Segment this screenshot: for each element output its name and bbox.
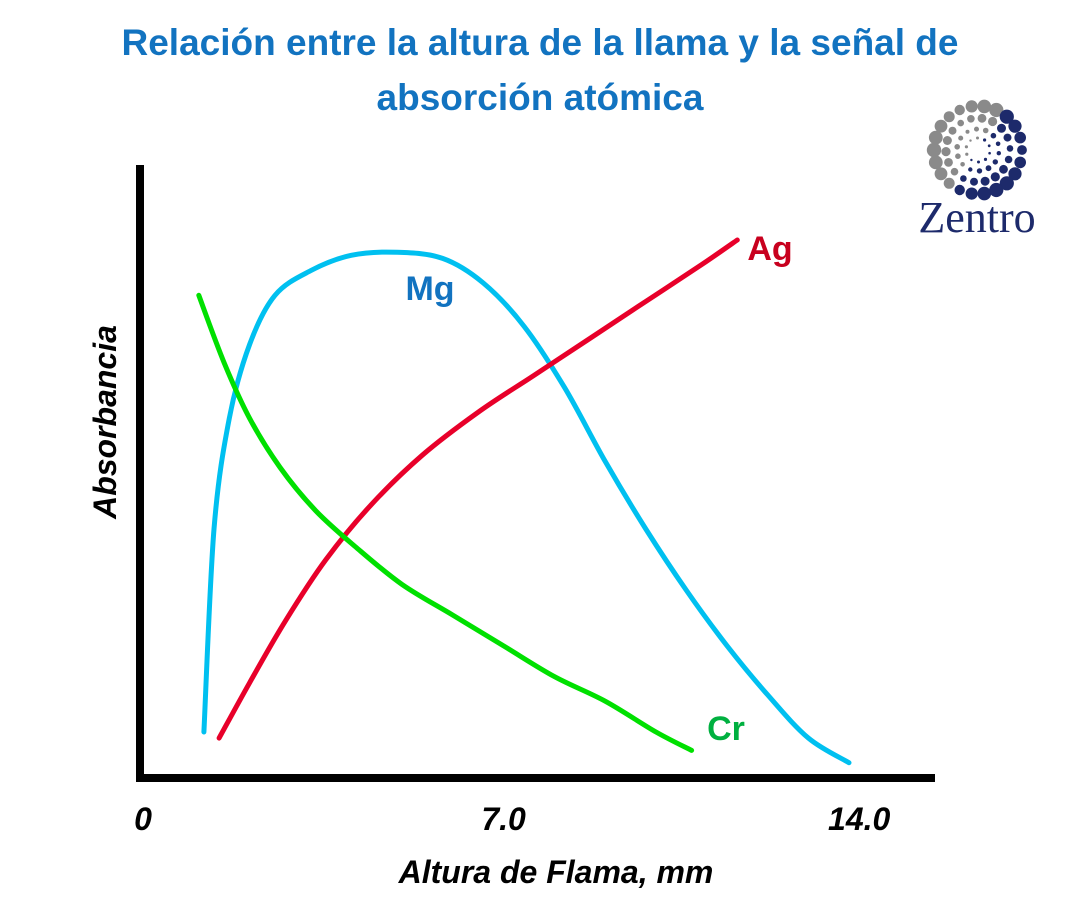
logo-dot [926,142,942,158]
logo-dot [974,126,979,132]
logo-dot [967,115,975,123]
logo-dot [987,144,991,148]
logo-dot [958,135,964,141]
series-line-mg [201,249,852,766]
logo-dot [988,116,998,127]
logo-dot [980,176,990,186]
logo-dot [989,102,1004,118]
logo-dot [954,144,960,150]
logo-dot [955,153,961,159]
logo-dot [970,177,978,186]
logo-dot [989,182,1004,198]
logo-dot [999,164,1008,174]
logo-dot [941,147,951,157]
chart-title-line-1: Relación entre la altura de la llama y l… [122,22,959,63]
logo-dot [969,139,972,142]
logo-dot [960,175,967,182]
logo-dot [944,158,953,167]
logo-dot [943,111,955,123]
logo-dot [1004,155,1013,164]
logo-dot [965,129,970,134]
logo-dot [977,99,992,114]
series-line-ag [216,237,740,741]
logo-dot [990,132,997,139]
x-tick-label: 14.0 [828,801,890,837]
logo-dot [1017,145,1027,155]
logo-dot [968,167,973,172]
logo-dot [970,158,973,162]
chart-title-line-2: absorción atómica [377,77,704,118]
logo-dot [985,165,992,172]
series-line-cr [196,292,695,753]
logo-dot [954,184,965,196]
x-tick-labels: 0 7.0 14.0 [134,801,890,837]
logo-dot [934,167,948,181]
logo-dot [954,104,965,116]
logo-dot [982,127,989,134]
logo-dot [942,136,952,145]
zentro-logo-mark [926,99,1027,201]
logo-dot [1008,119,1022,133]
logo-dot [964,145,969,149]
logo-dot [928,155,943,170]
logo-dot [988,151,991,155]
zentro-logo-text: Zentro [918,193,1035,242]
logo-dot [983,157,988,161]
logo-dot [957,119,964,127]
y-axis-title: Absorbancia [87,325,123,520]
logo-dot [965,187,978,200]
series-label-mg: Mg [405,270,454,308]
logo-dot [934,119,948,133]
series-label-ag: Ag [747,230,792,268]
logo-dot [999,176,1014,191]
logo-dot [976,168,983,174]
logo-dot [948,126,957,135]
logo-dot [995,141,1001,147]
x-tick-label: 7.0 [481,801,526,837]
logo-dot [977,186,992,201]
logo-dot [977,113,987,123]
logo-dot [976,136,979,140]
logo-dot [965,152,969,156]
logo-dot [1014,156,1026,169]
x-axis-title: Altura de Flama, mm [398,854,714,890]
logo-dot [983,138,987,142]
x-tick-label: 0 [134,801,152,837]
logo-dot [950,167,959,176]
logo-dot [999,109,1014,124]
logo-dot [965,100,978,113]
logo-dot [943,177,955,189]
logo-dot [996,151,1001,156]
logo-dot [1014,131,1026,144]
logo-dot [990,172,1000,182]
logo-dot [960,162,965,167]
logo-dot [997,123,1006,133]
series-label-cr: Cr [707,710,745,748]
logo-dot [1008,167,1022,181]
logo-dot [928,130,943,145]
logo-dot [977,160,980,164]
logo-dot [1006,145,1014,152]
logo-dot [1003,133,1012,142]
logo-dot [992,159,998,165]
